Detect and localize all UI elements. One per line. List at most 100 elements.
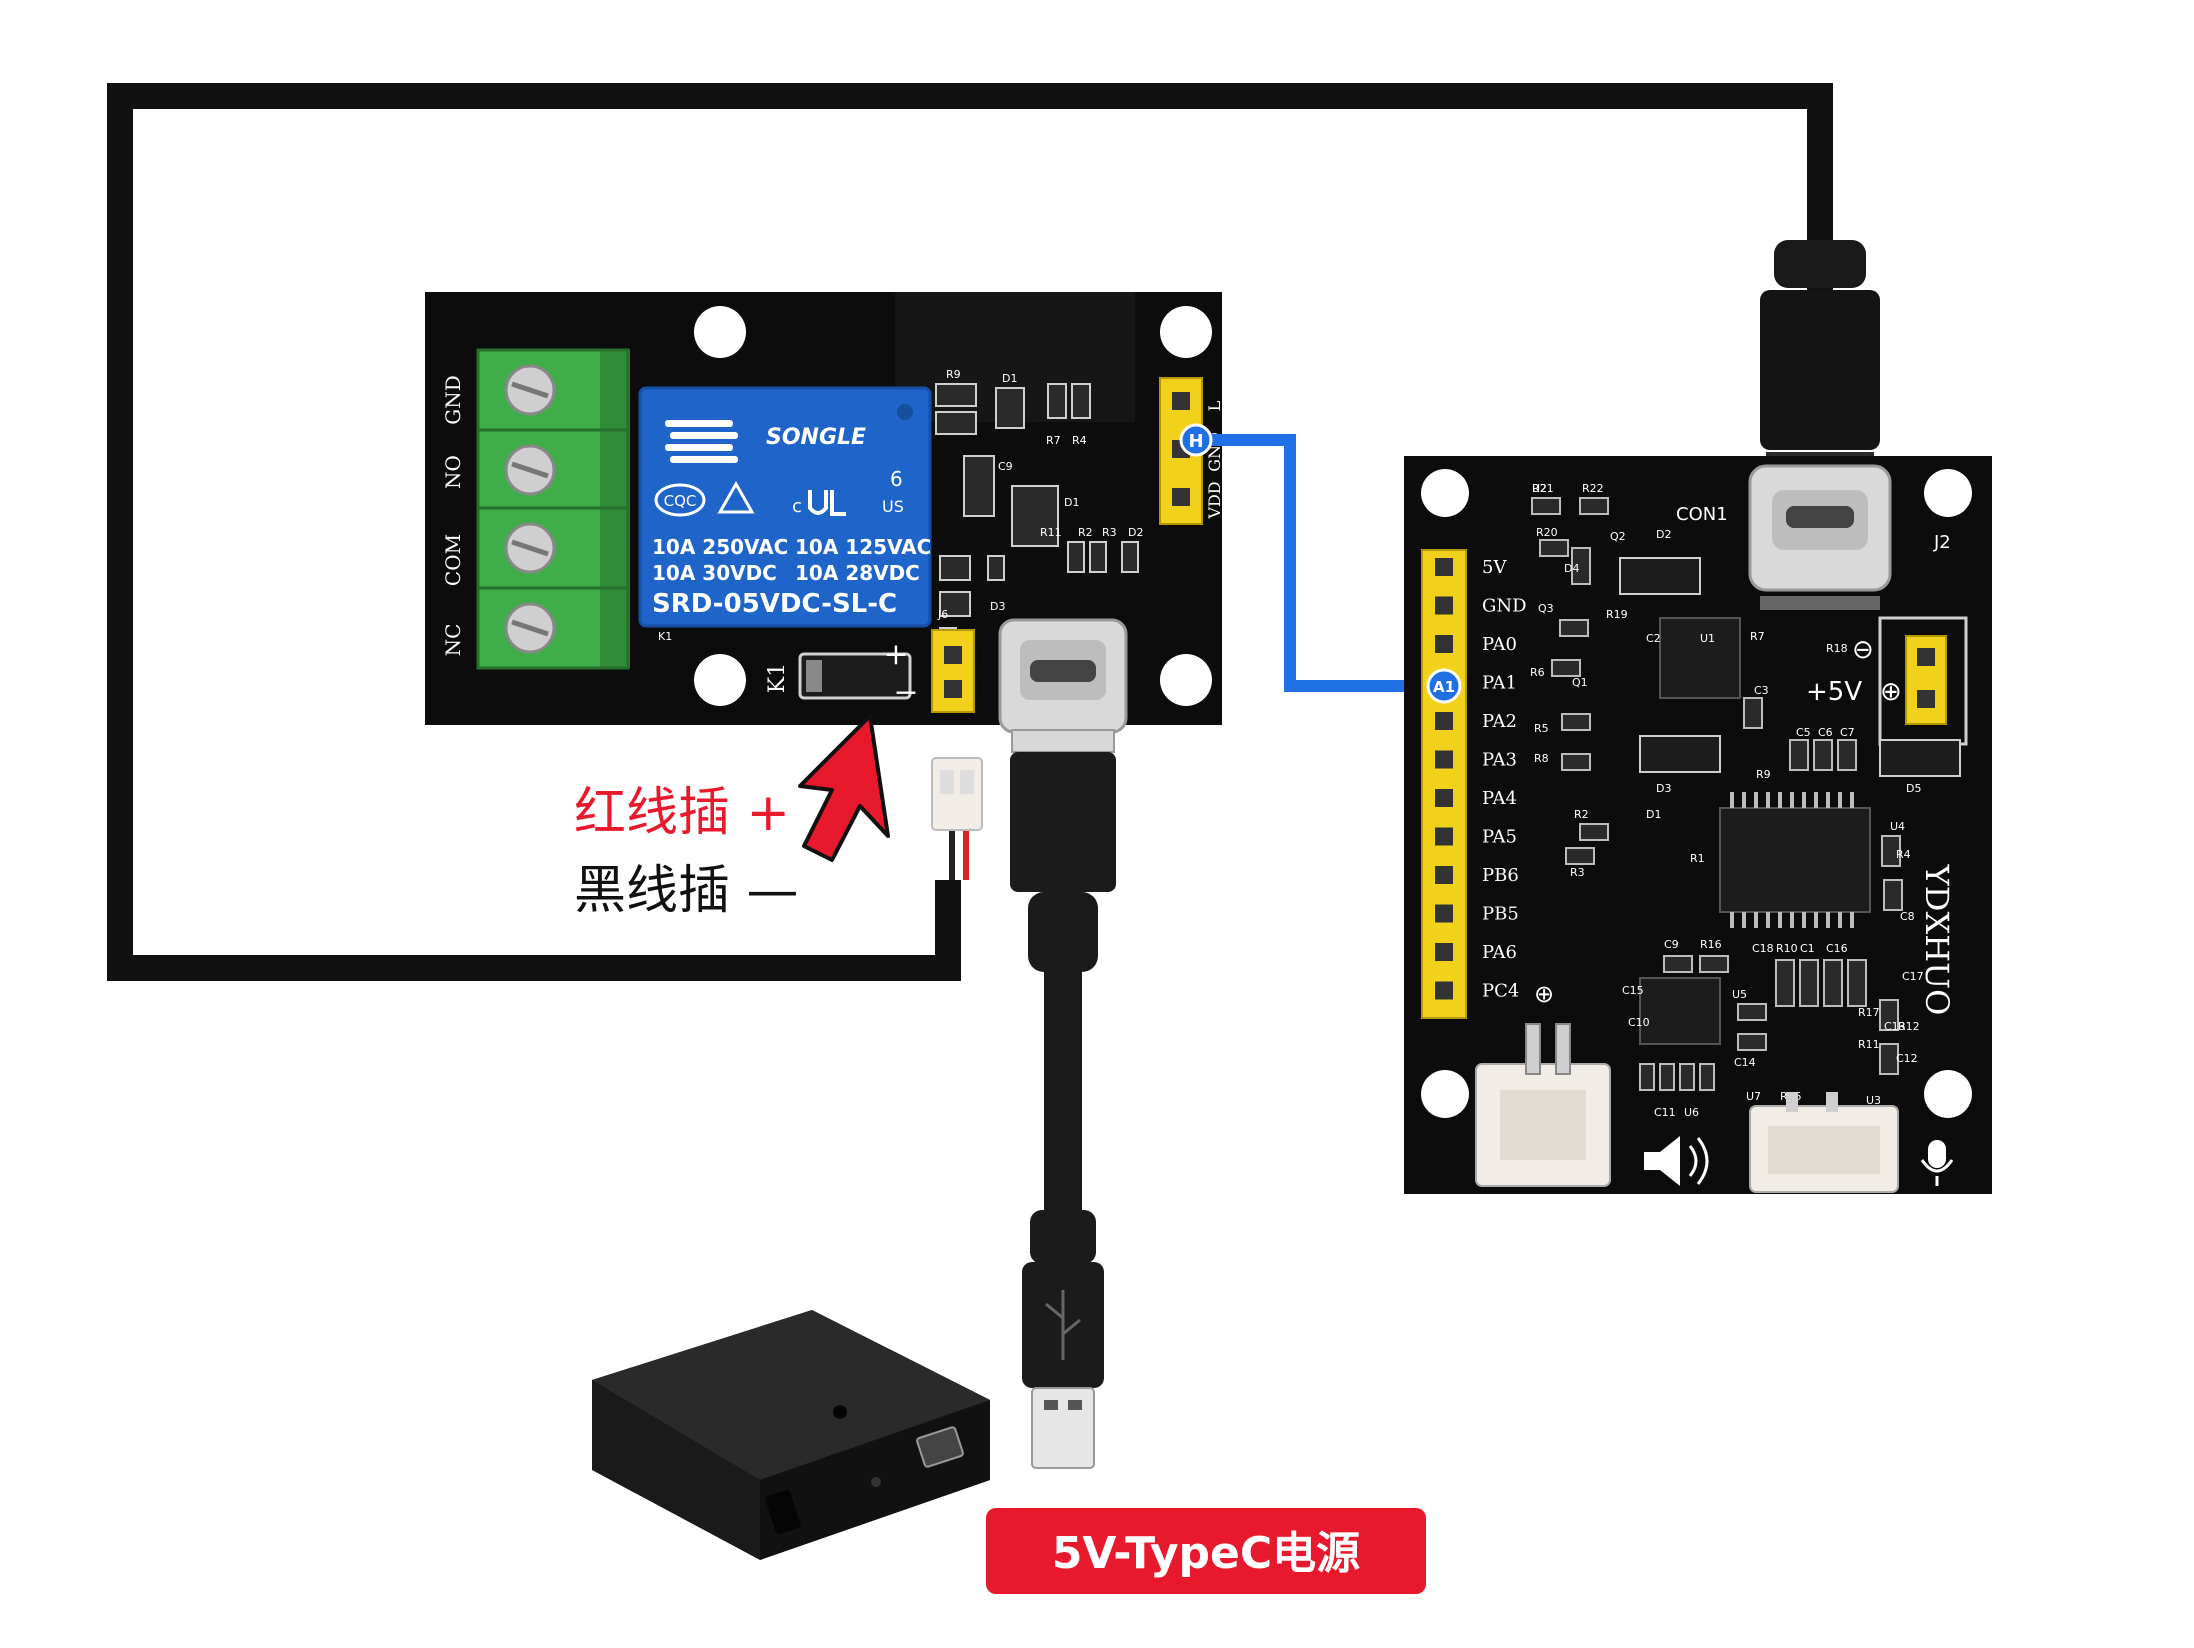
header-pin [1435,866,1453,884]
pin-label-pa1: PA1 [1482,673,1517,694]
mount-hole [1924,469,1972,517]
silk-label: D1 [1064,496,1079,509]
silk-label: R20 [1536,526,1558,539]
speaker-icon [1644,1136,1709,1186]
usb-logo-icon [1045,1290,1081,1360]
silk-label: U4 [1890,820,1905,833]
ul-mark-us: US [882,497,904,516]
pin-marker-a1: A1 [1426,668,1462,704]
silk-label: R17 [1858,1006,1880,1019]
black-wire-note: 黑线插 — [574,861,799,921]
silk-label: K1 [658,630,672,643]
speaker-connector [1475,1023,1611,1187]
relay-smd-parts [935,383,1139,653]
mount-hole [1421,469,1469,517]
mount-hole [694,306,746,358]
silk-label: R5 [1534,722,1549,735]
silk-label: R10 [1776,942,1798,955]
battery-usb-port [916,1426,964,1468]
silk-label: R4 [1072,434,1087,447]
silk-label: C10 [1628,1016,1650,1029]
controller-ics [1619,557,1961,1045]
silk-label: C15 [1622,984,1644,997]
silk-label: C1 [1800,942,1815,955]
silk-label: C11 [1654,1106,1676,1119]
silk-label: D4 [1564,562,1579,575]
pin-label-pb5: PB5 [1482,904,1519,925]
silk-label: C7 [1840,726,1855,739]
relay-usb-c-port [998,618,1128,734]
pin-label-pa0: PA0 [1482,634,1517,655]
pin-label-pa3: PA3 [1482,750,1517,771]
terminal-label-gnd: GND [441,375,465,425]
rating-1: 10A 250VAC [652,535,788,559]
power-minus-icon: ⊖ [1852,635,1874,665]
mount-hole [1160,654,1212,706]
ic-u5 [1639,977,1721,1045]
header-pin [1435,904,1453,923]
relay-power-header [931,629,975,713]
songle-logo [665,420,738,463]
silk-label: R7 [1046,434,1061,447]
silk-label: R4 [1896,848,1911,861]
silk-label: C18 [1752,942,1774,955]
silk-label: R2 [1078,526,1093,539]
jst-plug [931,757,983,831]
relay-module: GND NO COM NC SONGLE CQC c 6 US 10A 250V… [425,292,1224,734]
silk-label: J6 [937,608,948,621]
terminal-label-nc: NC [441,624,465,657]
minus-label: − [893,675,918,710]
terminal-label-com: COM [441,534,465,586]
ul-mark-6: 6 [890,467,903,491]
silk-label: D3 [1656,782,1671,795]
silk-label: C3 [1754,684,1769,697]
silk-label: D1 [1002,372,1017,385]
controller-pin-header [1421,549,1467,1019]
silk-label: R1 [1690,852,1705,865]
ul-mark-c: c [792,496,802,517]
silk-label: D1 [1646,808,1661,821]
header-label-vdd: VDD [1205,481,1224,519]
rating-4: 10A 28VDC [795,561,920,585]
con1-label: CON1 [1676,504,1728,525]
rating-2: 10A 125VAC [795,535,931,559]
pin-marker-h-text: H [1188,431,1203,452]
mount-hole [1924,1070,1972,1118]
silk-label: R19 [1606,608,1628,621]
silk-label: R16 [1700,938,1722,951]
power-source-badge: 5V-TypeC电源 [986,1508,1426,1594]
mic-icon [1920,1140,1954,1186]
speaker-plus-icon: ⊕ [1534,980,1554,1008]
rating-3: 10A 30VDC [652,561,777,585]
silk-label: C5 [1796,726,1811,739]
pin-label-pc4: PC4 [1482,981,1519,1002]
silk-label: Q2 [1610,530,1626,543]
silk-label: U7 [1746,1090,1761,1103]
ic-u4 [1719,807,1871,913]
usb-cable-to-battery [1010,729,1116,1469]
silk-label: C9 [1664,938,1679,951]
pin-marker-h: H [1179,423,1213,457]
silk-label: C9 [998,460,1013,473]
silk-label: C2 [1646,632,1661,645]
silk-label: D2 [1656,528,1671,541]
terminal-labels: GND NO COM NC [441,375,465,656]
mount-hole [1421,1070,1469,1118]
mount-hole [1160,306,1212,358]
header-pin [1435,596,1453,615]
pin-label-pa4: PA4 [1482,788,1517,809]
silk-label: D2 [1128,526,1143,539]
silk-label: Q1 [1572,676,1588,689]
j2-label: J2 [1933,532,1951,553]
header-pin [1435,712,1453,730]
red-wire-note: 红线插 + [574,783,790,843]
header-pin [1435,635,1453,653]
silk-label: R11 [1858,1038,1880,1051]
pin-label-pa6: PA6 [1482,942,1517,963]
controller-brand: YDXHUO [1918,864,1956,1016]
silk-label: R11 [1040,526,1062,539]
mount-hole [694,654,746,706]
silk-label: R7 [1750,630,1765,643]
